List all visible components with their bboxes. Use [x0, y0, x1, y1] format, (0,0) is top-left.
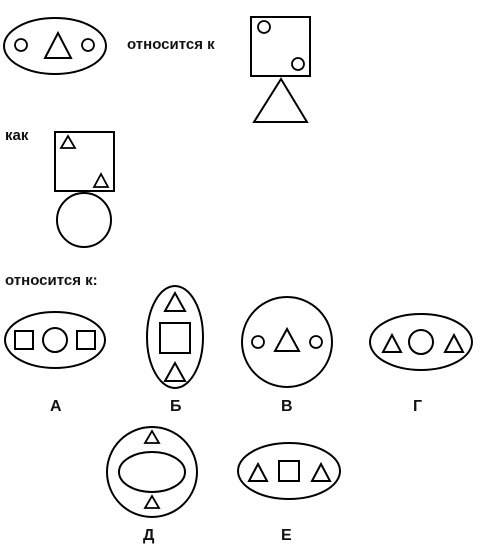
- small-triangle-shape: [59, 134, 77, 149]
- ellipse-shape: [3, 17, 107, 75]
- small-circle-shape: [257, 20, 271, 34]
- triangle-shape: [43, 30, 73, 59]
- example-figure-2: [250, 16, 311, 123]
- small-circle-shape: [309, 335, 323, 349]
- small-triangle-shape: [92, 172, 110, 188]
- small-circle-shape: [291, 57, 305, 71]
- option-a-label: А: [50, 398, 62, 415]
- option-g-label: Г: [413, 398, 423, 415]
- square-shape: [250, 16, 311, 77]
- triangle-shape: [443, 332, 465, 353]
- triangle-shape: [247, 461, 269, 482]
- circle-shape: [106, 426, 198, 518]
- small-circle-shape: [81, 38, 95, 52]
- square-shape: [76, 330, 96, 350]
- ellipse-shape: [4, 311, 106, 369]
- option-v-label: В: [281, 398, 293, 415]
- circle-shape: [42, 327, 68, 353]
- triangle-shape: [252, 77, 309, 123]
- relates-to-label: относится к: [127, 36, 215, 53]
- option-b-label: Б: [170, 398, 182, 415]
- ellipse-shape: [146, 285, 204, 389]
- triangle-shape: [310, 461, 332, 482]
- circle-shape: [56, 192, 112, 248]
- square-shape: [159, 322, 191, 354]
- option-a-figure: [4, 311, 106, 369]
- ellipse-shape: [118, 451, 186, 493]
- small-triangle-shape: [143, 494, 161, 509]
- option-e-label: Е: [281, 527, 292, 544]
- triangle-shape: [273, 326, 301, 352]
- triangle-shape: [163, 360, 187, 382]
- option-d-label: Д: [143, 527, 155, 544]
- query-figure: [54, 131, 115, 248]
- square-shape: [14, 330, 34, 350]
- relates-to-colon-label: относится к:: [5, 272, 98, 289]
- ellipse-shape: [237, 442, 341, 500]
- as-label: как: [5, 127, 29, 144]
- option-d-figure: [106, 426, 198, 518]
- square-shape: [54, 131, 115, 192]
- circle-shape: [408, 329, 434, 355]
- option-b-figure: [146, 285, 204, 389]
- option-v-figure: [241, 296, 333, 388]
- small-circle-shape: [14, 38, 28, 52]
- option-e-figure: [237, 442, 341, 500]
- triangle-shape: [381, 332, 403, 353]
- small-triangle-shape: [143, 429, 161, 444]
- triangle-shape: [163, 290, 187, 312]
- example-figure-1: [3, 17, 107, 75]
- option-g-figure: [369, 313, 473, 371]
- small-circle-shape: [251, 335, 265, 349]
- circle-shape: [241, 296, 333, 388]
- ellipse-shape: [369, 313, 473, 371]
- square-shape: [278, 460, 300, 482]
